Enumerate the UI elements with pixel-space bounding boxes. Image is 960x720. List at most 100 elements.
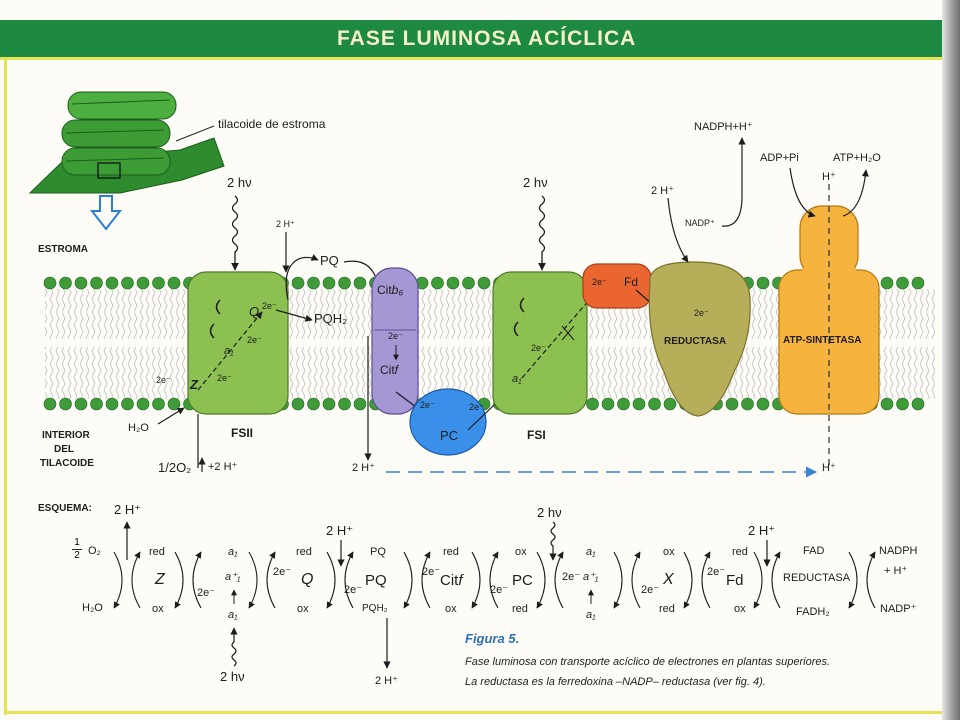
thylakoid-label: tilacoide de estroma [218, 117, 326, 131]
scheme-psi-light-wave-icon [549, 521, 557, 561]
atp-output-arrow [842, 169, 869, 217]
lipid-head [105, 276, 119, 290]
lipid-head [121, 397, 134, 411]
scheme-nadph-h: + H⁺ [884, 565, 908, 577]
caption-line-1: Fase luminosa con transporte acíclico de… [465, 656, 831, 668]
adp-label: ADP+Pi [760, 152, 799, 164]
scheme-pq-protons: 2 H⁺ [375, 675, 398, 687]
fsi-excitation-curl-2 [513, 321, 519, 337]
pq-label: PQ [320, 253, 339, 268]
scheme-oxygen: O₂ [88, 545, 101, 557]
reaction-arc [701, 551, 711, 609]
lipid-head [446, 276, 460, 290]
scheme-pc-red: red [512, 603, 528, 615]
scheme-fd-ox: ox [734, 603, 746, 615]
fsii-z-label: Z [190, 377, 198, 392]
scheme-x: X [663, 571, 674, 588]
scheme-psii-light-wave-icon [230, 627, 238, 667]
pq-reduction-arc [285, 254, 319, 301]
reaction-arc [613, 551, 623, 609]
fsii-light-label: 2 hν [227, 175, 252, 190]
photosystem-ii [187, 271, 289, 415]
reductase-label: REDUCTASA [664, 336, 727, 347]
interior-label-line3: TILACOIDE [40, 458, 94, 469]
scheme-nadph: NADPH [879, 545, 918, 557]
scheme-electron-4: 2e⁻ [422, 566, 441, 578]
scheme-pq-top: PQ [370, 546, 386, 558]
scheme-electron-2: 2e⁻ [273, 566, 292, 578]
fsii-label: FSII [231, 426, 254, 440]
page-title: FASE LUMINOSA ACÍCLICA [337, 27, 637, 50]
scheme-nadp: NADP⁺ [880, 603, 917, 615]
scheme-q-protons: 2 H⁺ [326, 523, 354, 538]
scheme-electron-7: 2e⁻ [641, 584, 660, 596]
reaction-arc [489, 551, 499, 609]
lipid-head [136, 276, 150, 290]
lipid-head [586, 397, 599, 411]
page-edge-shadow [942, 0, 960, 720]
fsi-electron-path [521, 291, 597, 379]
scheme-fd-red: red [732, 546, 748, 558]
lipid-head [353, 276, 367, 290]
lipid-head [90, 397, 103, 411]
grana-disc-shading [65, 99, 171, 162]
scheme-citf-prefix: Cit [440, 572, 459, 589]
reaction-arc [174, 551, 184, 609]
lipid-head [601, 397, 615, 411]
scheme-reductase: REDUCTASA [783, 572, 851, 584]
nadp-to-nadph-arrow [721, 137, 746, 227]
cit-f-suffix: f [394, 363, 399, 377]
cit-b6-prefix: Cit [377, 283, 392, 297]
lipid-head [291, 276, 305, 290]
scheme-citf-ox: ox [445, 603, 457, 615]
scheme-pqh2: PQH₂ [362, 603, 388, 614]
scheme-psi-light: 2 hν [537, 505, 562, 520]
thylakoid-label-leader [175, 125, 215, 142]
scheme-oxygen-denominator: 2 [74, 550, 80, 561]
interior-label-line2: DEL [54, 444, 74, 455]
scheme-psii-light: 2 hν [220, 669, 245, 684]
lipid-head [756, 276, 770, 290]
figure-label: Figura 5. [465, 631, 520, 646]
scheme-q: Q [301, 571, 314, 588]
reaction-arc [866, 551, 876, 609]
reaction-arc [554, 551, 564, 609]
scheme-citf-red: red [443, 546, 459, 558]
scheme-fd-protons: 2 H⁺ [748, 523, 776, 538]
scheme-pc-ox: ox [515, 546, 527, 558]
reaction-arc [631, 551, 641, 609]
fsii-excitation-curl-1 [215, 299, 221, 315]
fd-electron-label: 2e⁻ [592, 277, 607, 287]
zoom-down-arrow-icon [89, 195, 123, 231]
plastocyanin [409, 388, 487, 456]
reaction-arc [536, 551, 546, 609]
nadp-label: NADP⁺ [685, 218, 715, 228]
lipid-head [911, 397, 925, 411]
fsii-electron-low: 2e⁻ [217, 373, 232, 383]
stroma-label: ESTROMA [38, 244, 88, 255]
scheme-electron-5: 2e⁻ [490, 584, 509, 596]
fsi-electron-label: 2e⁻ [531, 343, 546, 353]
scheme-x-red: red [659, 603, 675, 615]
scheme-pq: PQ [365, 572, 387, 589]
reaction-arc [131, 551, 141, 609]
water-label: H₂O [128, 422, 149, 434]
fsii-proton-in-label: 2 H⁺ [276, 219, 295, 229]
reaction-arc [471, 551, 481, 609]
scheme-electron-6: 2e⁻ [562, 571, 581, 583]
scheme-electron-3: 2e⁻ [344, 584, 363, 596]
lipid-head [338, 397, 351, 411]
fsii-electron-q: 2e⁻ [262, 301, 277, 311]
lipid-head [353, 397, 367, 411]
adp-input-arrow [789, 167, 816, 218]
scheme-fd: Fd [726, 572, 744, 589]
lipid-head [307, 397, 320, 411]
lipid-head [136, 397, 150, 411]
lipid-head [477, 276, 491, 290]
reductase-proton-label: 2 H⁺ [651, 185, 674, 197]
scheme-psi-a1-plus: a⁺₁ [583, 571, 599, 583]
lipid-head [617, 397, 630, 411]
fd-label: Fd [624, 275, 639, 289]
